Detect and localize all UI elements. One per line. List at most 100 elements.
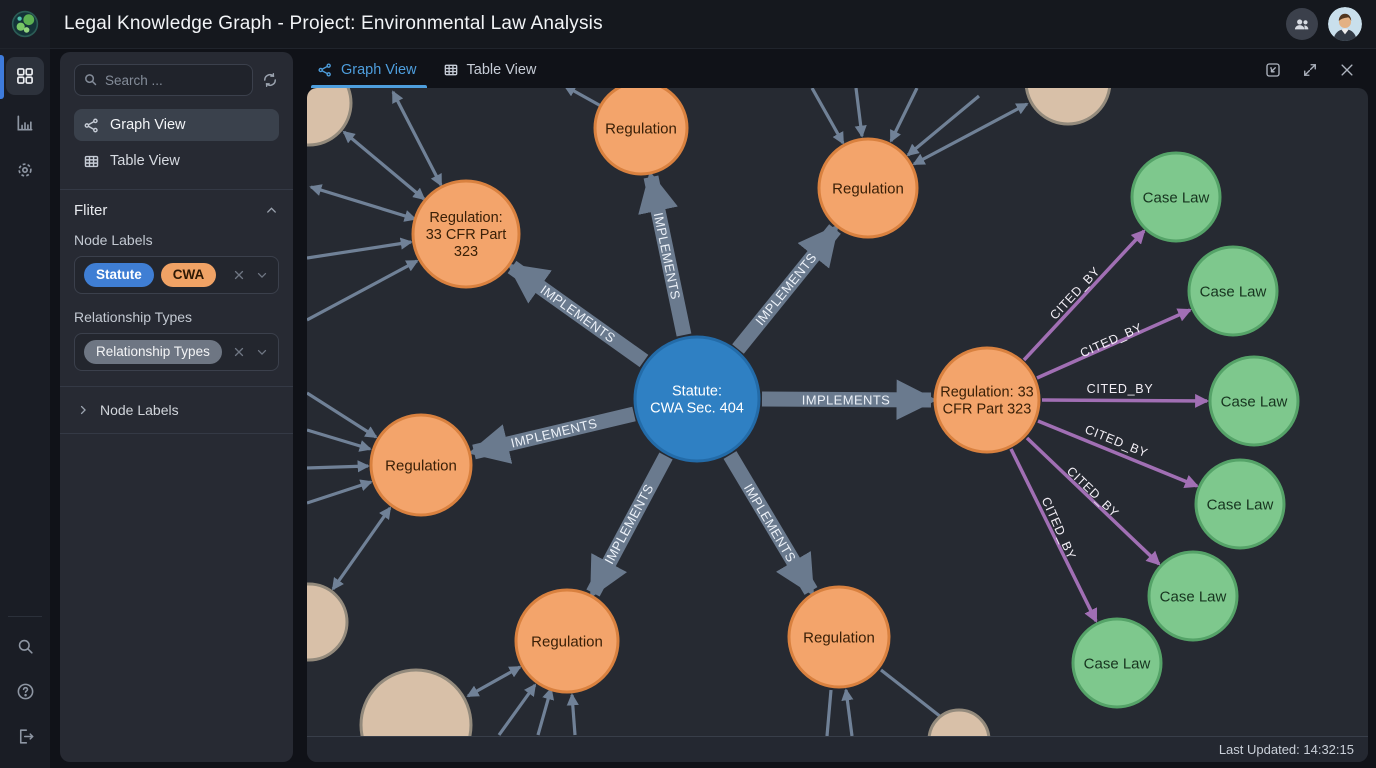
graph-edge-link[interactable]	[307, 259, 419, 322]
graph-canvas[interactable]: Statute:CWA Sec. 404 Regulation:33 CFR Pa…	[307, 88, 1368, 762]
graph-edge-link[interactable]	[307, 460, 370, 473]
graph-node-caselaw[interactable]: Case Law	[1071, 617, 1163, 709]
rail-item-analytics[interactable]	[6, 104, 44, 142]
app-logo[interactable]	[0, 0, 50, 48]
clear-selection-icon[interactable]	[232, 268, 246, 282]
node-labels-label: Node Labels	[74, 232, 153, 248]
graph-edge-implements[interactable]	[468, 406, 636, 464]
graph-edge-link[interactable]	[906, 94, 981, 157]
rail-item-help[interactable]	[6, 672, 44, 710]
graph-edge-cited_by[interactable]	[1037, 419, 1199, 488]
user-avatar[interactable]	[1328, 7, 1362, 41]
table-view-icon	[443, 62, 459, 78]
graph-edge-implements[interactable]	[723, 451, 818, 597]
left-panel: Graph View Table View Fliter Node Labels…	[60, 52, 293, 762]
graph-node-faded[interactable]	[927, 708, 991, 736]
graph-node-regulation[interactable]: Regulation	[593, 88, 689, 176]
graph-node-faded[interactable]	[359, 668, 473, 736]
node-labels-select[interactable]: Statute CWA	[74, 256, 279, 294]
relationship-types-select[interactable]: Relationship Types	[74, 333, 279, 371]
divider	[60, 189, 293, 190]
filter-title: Fliter	[74, 202, 108, 219]
chevron-right-icon	[76, 403, 90, 417]
tab-table-view[interactable]: Table View	[443, 52, 536, 88]
graph-node-caselaw[interactable]: Case Law	[1130, 151, 1222, 243]
graph-node-caselaw[interactable]: Case Law	[1194, 458, 1286, 550]
graph-edge-link[interactable]	[841, 688, 854, 736]
graph-edge-implements[interactable]	[761, 379, 938, 421]
rail-item-dashboard[interactable]	[6, 57, 44, 95]
graph-edge-link[interactable]	[391, 90, 443, 187]
collapsed-section-label: Node Labels	[100, 402, 179, 418]
graph-edge-link[interactable]	[497, 683, 537, 736]
help-icon	[17, 683, 33, 699]
knowledge-graph[interactable]: Statute:CWA Sec. 404 Regulation:33 CFR Pa…	[307, 88, 1368, 736]
graph-node-faded[interactable]	[307, 582, 349, 662]
rail-item-logout[interactable]	[6, 717, 44, 755]
menu-item-table-view[interactable]: Table View	[74, 145, 279, 177]
chevron-down-icon[interactable]	[255, 268, 269, 282]
graph-node-regulation[interactable]: Regulation	[787, 585, 891, 689]
tab-label: Graph View	[341, 62, 417, 78]
graph-edge-link[interactable]	[307, 391, 378, 439]
graph-node-faded[interactable]	[1024, 88, 1112, 126]
graph-edge-implements[interactable]	[507, 260, 649, 368]
chip-relationship-types[interactable]: Relationship Types	[84, 340, 222, 364]
graph-edge-link[interactable]	[889, 88, 919, 143]
fullscreen-icon[interactable]	[1301, 61, 1319, 79]
rail-item-settings[interactable]	[6, 151, 44, 189]
graph-edge-implements[interactable]	[586, 452, 673, 599]
graph-edge-link[interactable]	[307, 237, 413, 260]
graph-node-statute[interactable]: Statute:CWA Sec. 404	[633, 335, 761, 463]
graph-edge-link[interactable]	[331, 506, 392, 591]
graph-edge-link[interactable]	[912, 102, 1029, 166]
graph-edge-link[interactable]	[566, 693, 579, 736]
graph-edge-link[interactable]	[536, 687, 555, 736]
logo-globe-icon	[11, 10, 39, 38]
chip-cwa[interactable]: CWA	[160, 263, 217, 287]
clear-selection-icon[interactable]	[232, 345, 246, 359]
graph-view-icon	[317, 62, 333, 78]
node-labels-section-toggle[interactable]: Node Labels	[74, 399, 279, 421]
graph-edge-link[interactable]	[309, 184, 417, 222]
edge-label: CITED_BY	[1039, 495, 1079, 562]
graph-edge-link[interactable]	[563, 88, 602, 108]
graph-edge-cited_by[interactable]	[1041, 393, 1210, 408]
graph-node-regulation[interactable]: Regulation	[817, 137, 919, 239]
chevron-up-icon[interactable]	[264, 203, 279, 218]
menu-item-graph-view[interactable]: Graph View	[74, 109, 279, 141]
graph-node-caselaw[interactable]: Case Law	[1187, 245, 1279, 337]
graph-edge-implements[interactable]	[638, 171, 692, 337]
graph-edge-implements[interactable]	[732, 224, 841, 354]
sync-icon[interactable]	[261, 71, 279, 89]
collaborators-button[interactable]	[1286, 8, 1318, 40]
graph-edge-link[interactable]	[854, 88, 867, 138]
graph-edge-link[interactable]	[307, 479, 373, 505]
export-image-icon[interactable]	[1264, 61, 1282, 79]
menu-item-label: Table View	[110, 153, 180, 169]
chip-statute[interactable]: Statute	[84, 263, 154, 287]
graph-node-faded[interactable]	[307, 88, 353, 147]
rail-item-search[interactable]	[6, 627, 44, 665]
tab-graph-view[interactable]: Graph View	[311, 52, 426, 88]
view-menu: Graph View Table View	[74, 109, 279, 177]
graph-node-caselaw[interactable]: Case Law	[1208, 355, 1300, 447]
graph-edge-cited_by[interactable]	[1022, 229, 1146, 362]
graph-edge-cited_by[interactable]	[1025, 436, 1161, 566]
graph-edge-cited_by[interactable]	[1036, 308, 1192, 380]
graph-edge-link[interactable]	[342, 130, 426, 201]
graph-node-regulation[interactable]: Regulation	[514, 588, 620, 694]
close-icon[interactable]	[1338, 61, 1356, 79]
graph-edge-link[interactable]	[466, 665, 522, 698]
graph-node-regulation[interactable]: Regulation	[369, 413, 473, 517]
graph-edge-link[interactable]	[825, 689, 833, 736]
graph-node-caselaw[interactable]: Case Law	[1147, 550, 1239, 642]
graph-edge-cited_by[interactable]	[1009, 448, 1098, 623]
chevron-down-icon[interactable]	[255, 345, 269, 359]
graph-edge-link[interactable]	[810, 88, 845, 145]
page-title: Legal Knowledge Graph - Project: Environ…	[64, 13, 603, 34]
search-input[interactable]	[74, 64, 253, 96]
graph-edge-link[interactable]	[307, 428, 372, 452]
